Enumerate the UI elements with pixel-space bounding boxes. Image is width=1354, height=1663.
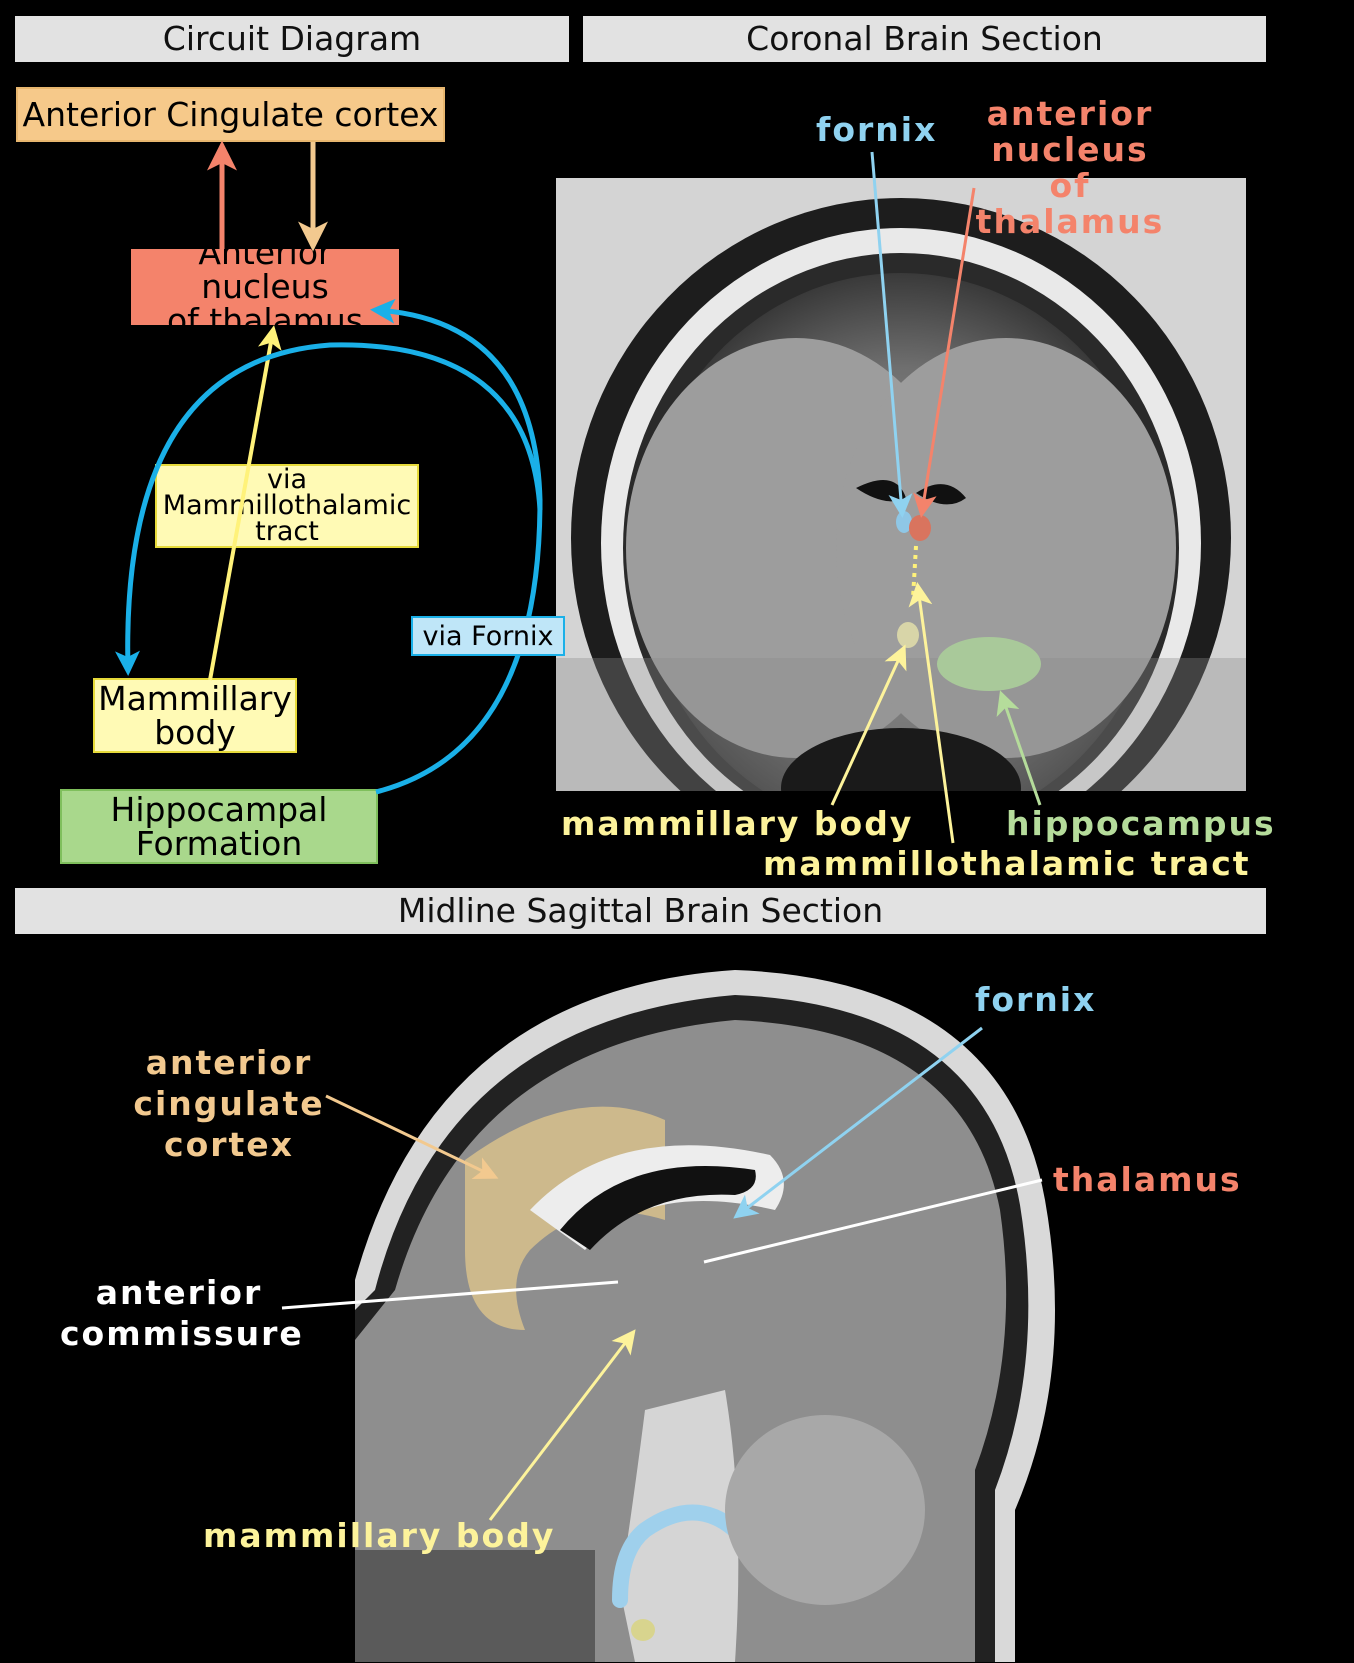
sagittal-ac-label: anterior commissure <box>60 1272 298 1354</box>
sagittal-acc-line1: anterior cingulate <box>58 1042 400 1124</box>
coronal-ant-nucleus-line1: anterior <box>970 96 1170 132</box>
sagittal-acc-label: anterior cingulate cortex <box>58 1042 400 1165</box>
pointer-sagittal-mammillary <box>490 1334 632 1520</box>
pointer-sagittal-fornix <box>738 1028 982 1215</box>
pointer-coronal-ant-nucleus <box>922 188 974 512</box>
coronal-mammillary-label: mammillary body <box>561 806 913 842</box>
coronal-mtt-label: mammillothalamic tract <box>763 846 1251 882</box>
arrow-hippo-to-thal <box>376 310 540 792</box>
fornix-box: via Fornix <box>411 616 565 656</box>
pointer-coronal-hippocampus <box>1002 696 1040 805</box>
sagittal-mammillary-label: mammillary body <box>203 1518 555 1554</box>
sagittal-fornix-label: fornix <box>975 982 1096 1018</box>
pointer-coronal-mtt <box>918 588 953 843</box>
sagittal-ac-line2: commissure <box>60 1313 298 1354</box>
coronal-ant-nucleus-line3: thalamus <box>970 204 1170 240</box>
pointer-sagittal-ac <box>282 1282 618 1308</box>
coronal-ant-nucleus-line2: nucleus of <box>970 132 1170 204</box>
pointer-sagittal-thalamus <box>704 1180 1042 1262</box>
sagittal-acc-line2: cortex <box>58 1124 400 1165</box>
coronal-hippocampus-label: hippocampus <box>1006 806 1276 842</box>
fornix-box-label: via Fornix <box>423 621 554 652</box>
sagittal-ac-line1: anterior <box>60 1272 298 1313</box>
pointer-coronal-mammillary <box>832 650 903 805</box>
pointer-coronal-fornix <box>872 152 902 512</box>
coronal-ant-nucleus-label: anterior nucleus of thalamus <box>970 96 1170 240</box>
coronal-fornix-label: fornix <box>816 112 937 148</box>
sagittal-thalamus-label: thalamus <box>1053 1162 1242 1198</box>
